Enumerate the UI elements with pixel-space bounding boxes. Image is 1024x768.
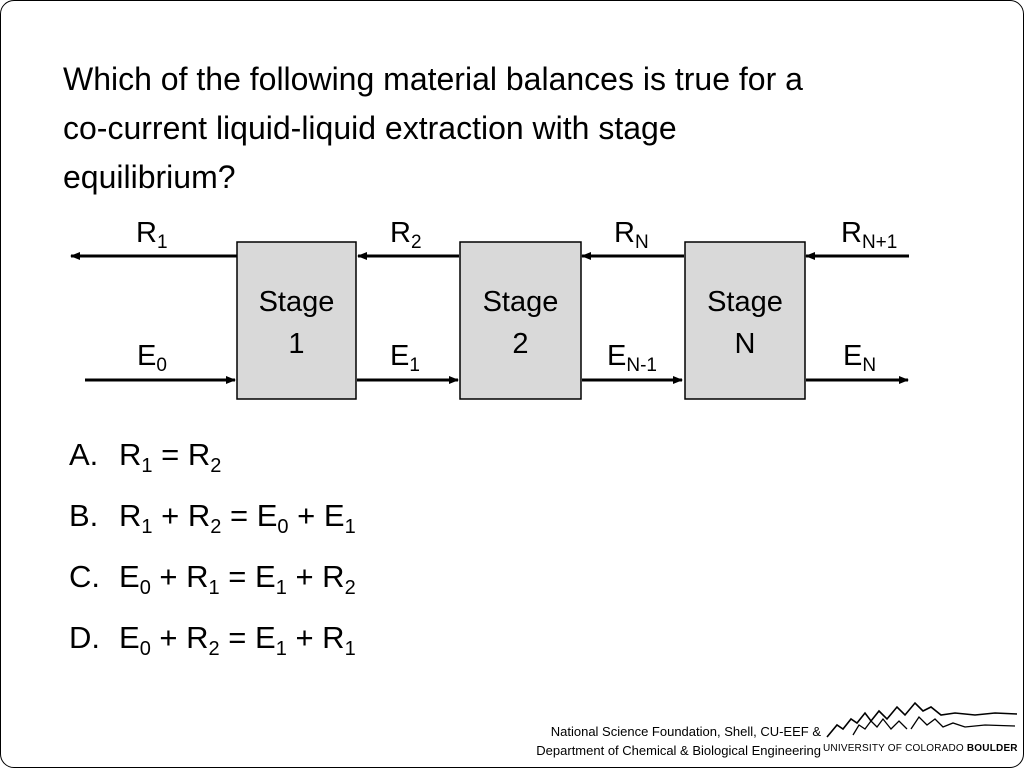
extract-label-e0: E0	[137, 340, 167, 376]
operator: +	[288, 498, 324, 533]
raffinate-label-rn: RN	[614, 217, 649, 253]
option-letter: A.	[69, 437, 99, 472]
answer-option[interactable]: D. E0 + R2 = E1 + R1	[69, 620, 356, 660]
stage-label: Stage	[259, 286, 335, 318]
variable: E0	[256, 498, 289, 538]
stage-box: Stage N	[684, 241, 806, 400]
option-letter: C.	[69, 559, 100, 594]
operator: +	[286, 559, 323, 594]
raffinate-label-rn1: RN+1	[841, 217, 897, 253]
extraction-diagram: Stage 1 Stage 2 Stage N R1 R2 RN RN+1 E0…	[70, 217, 909, 400]
extract-label-en: EN	[843, 340, 876, 376]
operator: =	[219, 620, 256, 655]
extract-label-e1: E1	[390, 340, 420, 376]
option-letter: D.	[69, 620, 100, 655]
stage-number: N	[735, 328, 756, 360]
variable: R2	[186, 620, 220, 660]
variable: R2	[187, 498, 222, 538]
operator: +	[286, 620, 323, 655]
university-logo	[826, 701, 1018, 738]
footer-line: National Science Foundation, Shell, CU-E…	[550, 724, 821, 739]
operator: +	[152, 498, 188, 533]
raffinate-label-r2: R2	[390, 217, 422, 253]
question-line: co-current liquid-liquid extraction with…	[63, 110, 677, 146]
variable: R1	[322, 620, 356, 660]
footer-credits: National Science Foundation, Shell, CU-E…	[501, 722, 821, 760]
stage-number: 1	[288, 328, 304, 360]
answer-option[interactable]: C. E0 + R1 = E1 + R2	[69, 559, 356, 599]
option-letter: B.	[69, 498, 99, 533]
operator: =	[152, 437, 188, 472]
raffinate-label-r1: R1	[136, 217, 168, 253]
question-line: Which of the following material balances…	[63, 61, 803, 97]
variable: R1	[186, 559, 220, 599]
operator: +	[150, 559, 187, 594]
variable: E1	[255, 559, 287, 599]
stage-label: Stage	[483, 286, 559, 318]
variable: E0	[119, 559, 151, 599]
operator: =	[219, 559, 256, 594]
answer-option[interactable]: A. R1 = R2	[69, 437, 222, 477]
stage-box: Stage 2	[459, 241, 582, 400]
variable: R1	[119, 437, 153, 477]
question-text: Which of the following material balances…	[63, 55, 963, 202]
university-name: UNIVERSITY OF COLORADO BOULDER	[823, 743, 1018, 754]
question-line: equilibrium?	[63, 159, 236, 195]
stage-label: Stage	[707, 286, 783, 318]
operator: +	[150, 620, 187, 655]
variable: E1	[255, 620, 287, 660]
variable: R2	[187, 437, 222, 477]
variable: E1	[323, 498, 356, 538]
variable: R2	[322, 559, 356, 599]
variable: E0	[119, 620, 151, 660]
variable: R1	[119, 498, 153, 538]
stage-box: Stage 1	[236, 241, 357, 400]
answer-option[interactable]: B. R1 + R2 = E0 + E1	[69, 498, 356, 538]
stage-number: 2	[512, 328, 528, 360]
extract-label-en1: EN-1	[607, 340, 657, 376]
footer-line: Department of Chemical & Biological Engi…	[536, 743, 821, 758]
operator: =	[221, 498, 257, 533]
